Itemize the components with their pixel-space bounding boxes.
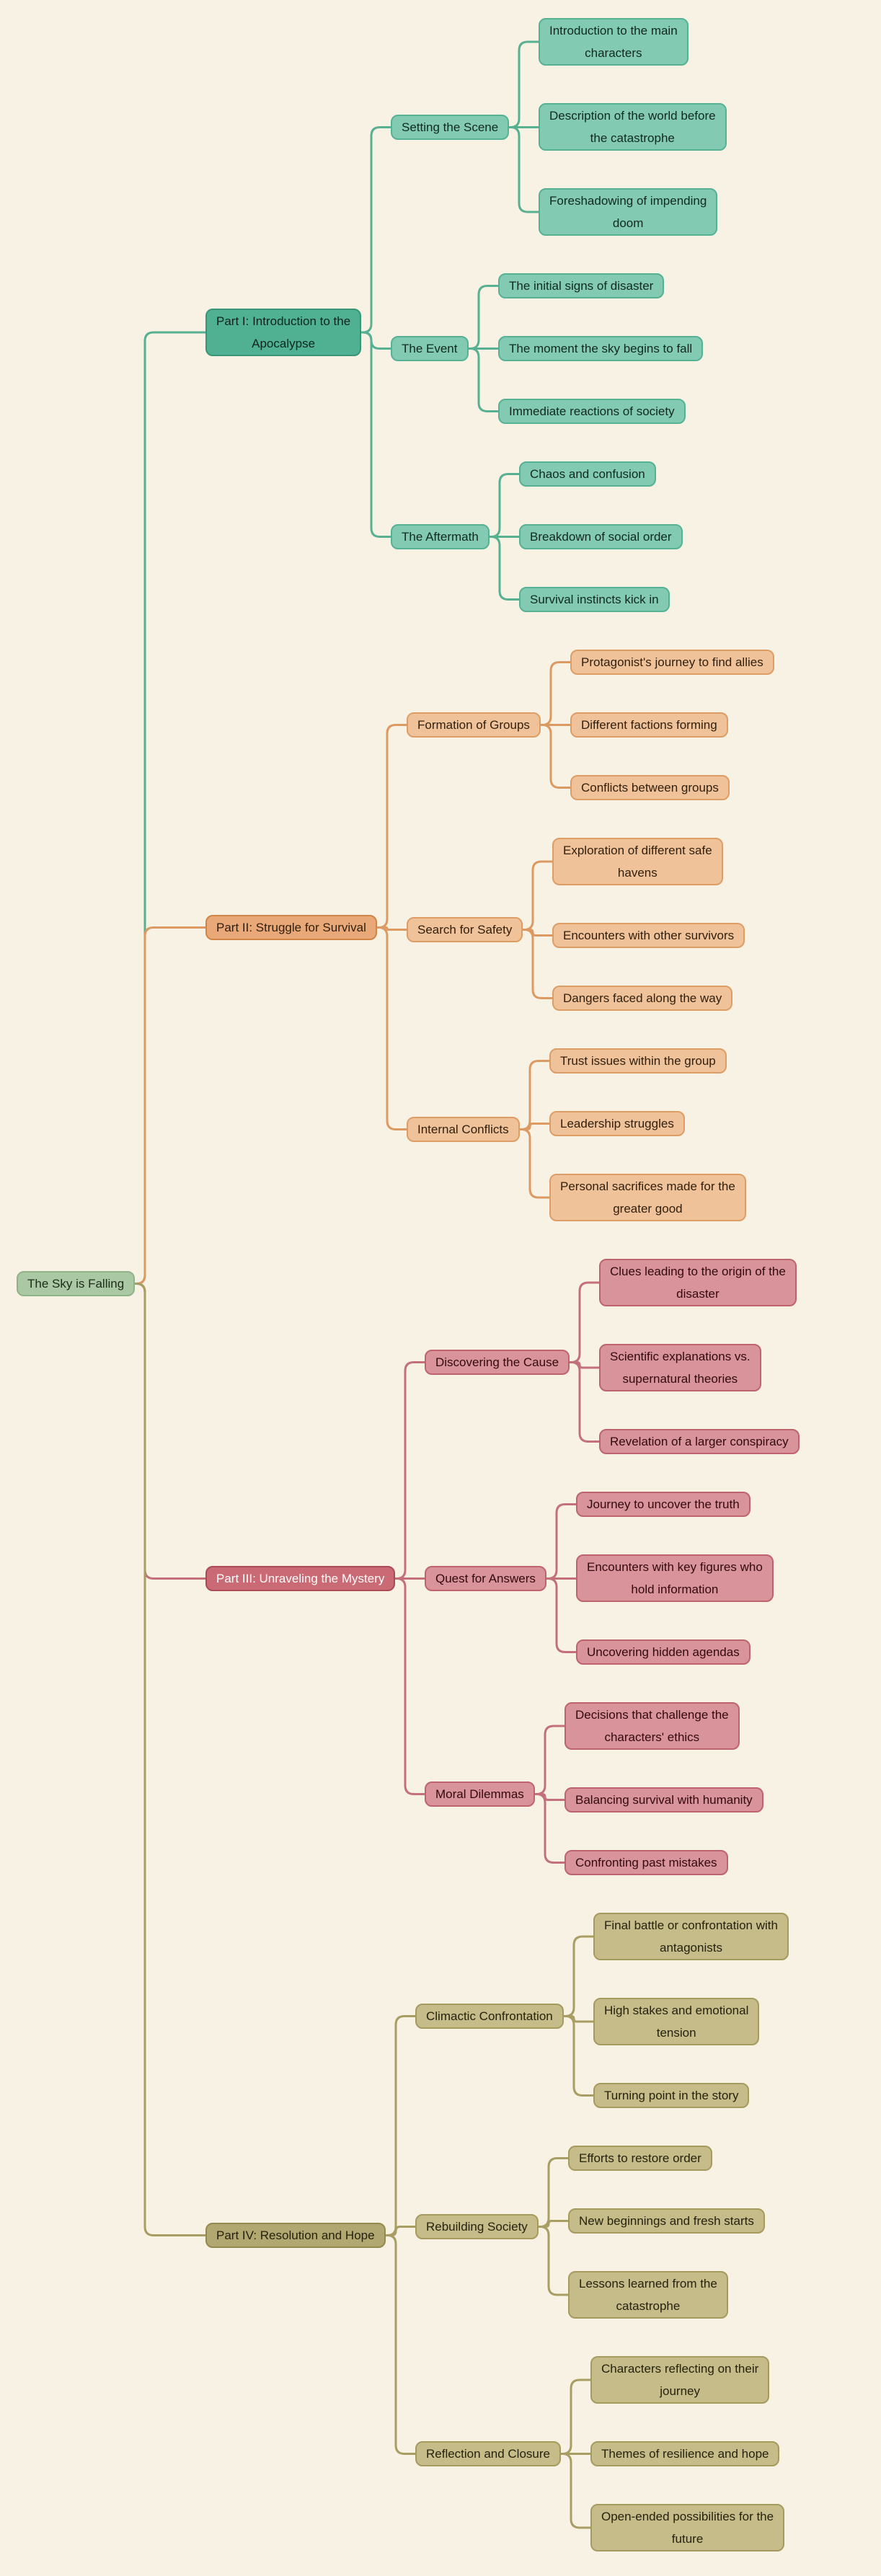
edge-to-foreshadowing-of-impending-doom xyxy=(509,126,539,213)
node-part-iv-resolution-and-hope: Part IV: Resolution and Hope xyxy=(205,2223,386,2248)
node-themes-of-resilience-and-hope: Themes of resilience and hope xyxy=(590,2441,780,2466)
edge-to-part-iv-resolution-and-hope xyxy=(135,1283,205,2236)
edge-to-chaos-and-confusion xyxy=(490,473,519,538)
edge-to-internal-conflicts xyxy=(377,926,407,1130)
node-open-ended-possibilities-for-the-future: Open-ended possibilities for the future xyxy=(590,2504,785,2551)
edge-to-the-event xyxy=(361,331,391,350)
edge-to-leadership-struggles xyxy=(520,1123,549,1130)
node-final-battle-or-confrontation-with-antagonists: Final battle or confrontation with antag… xyxy=(593,1913,789,1960)
edge-to-climactic-confrontation xyxy=(386,2015,415,2236)
node-uncovering-hidden-agendas: Uncovering hidden agendas xyxy=(576,1639,751,1665)
edge-to-search-for-safety xyxy=(377,926,407,931)
edge-to-high-stakes-and-emotional-tension xyxy=(564,2015,593,2023)
node-characters-reflecting-on-their-journey: Characters reflecting on their journey xyxy=(590,2356,770,2404)
node-part-ii-struggle-for-survival: Part II: Struggle for Survival xyxy=(205,915,377,940)
node-foreshadowing-of-impending-doom: Foreshadowing of impending doom xyxy=(539,188,718,236)
edge-to-efforts-to-restore-order xyxy=(539,2157,568,2228)
node-climactic-confrontation: Climactic Confrontation xyxy=(415,2004,564,2029)
node-dangers-faced-along-the-way: Dangers faced along the way xyxy=(552,986,733,1011)
edge-to-journey-to-uncover-the-truth xyxy=(546,1503,576,1580)
node-decisions-that-challenge-the-characters-ethics: Decisions that challenge the characters'… xyxy=(565,1702,740,1750)
edge-to-discovering-the-cause xyxy=(395,1361,425,1580)
edge-to-decisions-that-challenge-the-characters-ethics xyxy=(535,1725,565,1795)
node-the-sky-is-falling: The Sky is Falling xyxy=(17,1271,136,1296)
edge-to-the-aftermath xyxy=(361,331,391,538)
node-protagonist-s-journey-to-find-allies: Protagonist's journey to find allies xyxy=(570,650,774,675)
edge-to-uncovering-hidden-agendas xyxy=(546,1577,576,1653)
node-revelation-of-a-larger-conspiracy: Revelation of a larger conspiracy xyxy=(599,1429,800,1454)
node-search-for-safety: Search for Safety xyxy=(407,917,523,942)
node-encounters-with-other-survivors: Encounters with other survivors xyxy=(552,923,745,948)
edge-to-dangers-faced-along-the-way xyxy=(523,929,552,999)
node-high-stakes-and-emotional-tension: High stakes and emotional tension xyxy=(593,1998,760,2045)
node-new-beginnings-and-fresh-starts: New beginnings and fresh starts xyxy=(568,2208,765,2234)
edge-to-immediate-reactions-of-society xyxy=(469,348,498,412)
node-survival-instincts-kick-in: Survival instincts kick in xyxy=(519,587,670,612)
node-moral-dilemmas: Moral Dilemmas xyxy=(425,1781,535,1807)
node-setting-the-scene: Setting the Scene xyxy=(391,115,510,140)
edge-to-setting-the-scene xyxy=(361,126,391,334)
node-the-event: The Event xyxy=(391,336,469,361)
node-the-aftermath: The Aftermath xyxy=(391,524,490,549)
node-discovering-the-cause: Discovering the Cause xyxy=(425,1350,570,1375)
node-chaos-and-confusion: Chaos and confusion xyxy=(519,461,656,487)
edge-to-protagonist-s-journey-to-find-allies xyxy=(541,661,570,726)
node-personal-sacrifices-made-for-the-greater-good: Personal sacrifices made for the greater… xyxy=(549,1174,746,1221)
edge-to-trust-issues-within-the-group xyxy=(520,1060,549,1130)
edge-to-exploration-of-different-safe-havens xyxy=(523,860,552,931)
edge-to-the-initial-signs-of-disaster xyxy=(469,285,498,350)
node-different-factions-forming: Different factions forming xyxy=(570,712,728,738)
node-description-of-the-world-before-the-catastrophe: Description of the world before the cata… xyxy=(539,103,727,151)
node-introduction-to-the-main-characters: Introduction to the main characters xyxy=(539,18,689,66)
edge-to-introduction-to-the-main-characters xyxy=(509,40,539,128)
edge-to-lessons-learned-from-the-catastrophe xyxy=(539,2226,568,2296)
edge-to-moral-dilemmas xyxy=(395,1577,425,1795)
node-exploration-of-different-safe-havens: Exploration of different safe havens xyxy=(552,838,723,885)
node-quest-for-answers: Quest for Answers xyxy=(425,1566,546,1591)
edge-to-part-ii-struggle-for-survival xyxy=(135,926,205,1285)
edge-to-reflection-and-closure xyxy=(386,2234,415,2455)
node-journey-to-uncover-the-truth: Journey to uncover the truth xyxy=(576,1492,751,1517)
edge-to-conflicts-between-groups xyxy=(541,724,570,789)
node-confronting-past-mistakes: Confronting past mistakes xyxy=(565,1850,728,1875)
node-the-initial-signs-of-disaster: The initial signs of disaster xyxy=(498,273,665,298)
edge-to-personal-sacrifices-made-for-the-greater-good xyxy=(520,1128,549,1199)
edge-to-survival-instincts-kick-in xyxy=(490,536,519,601)
node-reflection-and-closure: Reflection and Closure xyxy=(415,2441,561,2466)
node-breakdown-of-social-order: Breakdown of social order xyxy=(519,524,683,549)
edge-to-final-battle-or-confrontation-with-antagonists xyxy=(564,1935,593,2017)
node-immediate-reactions-of-society: Immediate reactions of society xyxy=(498,399,686,424)
edge-to-balancing-survival-with-humanity xyxy=(535,1793,565,1801)
node-formation-of-groups: Formation of Groups xyxy=(407,712,541,738)
node-rebuilding-society: Rebuilding Society xyxy=(415,2214,539,2239)
node-the-moment-the-sky-begins-to-fall: The moment the sky begins to fall xyxy=(498,336,704,361)
node-turning-point-in-the-story: Turning point in the story xyxy=(593,2083,750,2108)
node-lessons-learned-from-the-catastrophe: Lessons learned from the catastrophe xyxy=(568,2271,728,2319)
edge-to-turning-point-in-the-story xyxy=(564,2015,593,2097)
edge-to-rebuilding-society xyxy=(386,2226,415,2236)
node-part-iii-unraveling-the-mystery: Part III: Unraveling the Mystery xyxy=(205,1566,396,1591)
edge-to-scientific-explanations-vs-supernatural-theories xyxy=(570,1361,599,1369)
node-efforts-to-restore-order: Efforts to restore order xyxy=(568,2146,712,2171)
node-scientific-explanations-vs-supernatural-theories: Scientific explanations vs. supernatural… xyxy=(599,1344,761,1391)
node-clues-leading-to-the-origin-of-the-disaster: Clues leading to the origin of the disas… xyxy=(599,1259,797,1306)
node-conflicts-between-groups: Conflicts between groups xyxy=(570,775,730,800)
edge-to-formation-of-groups xyxy=(377,724,407,929)
node-encounters-with-key-figures-who-hold-information: Encounters with key figures who hold inf… xyxy=(576,1554,774,1602)
edge-to-encounters-with-other-survivors xyxy=(523,929,552,937)
edge-to-characters-reflecting-on-their-journey xyxy=(561,2378,590,2455)
node-balancing-survival-with-humanity: Balancing survival with humanity xyxy=(565,1787,763,1813)
edge-to-new-beginnings-and-fresh-starts xyxy=(539,2220,568,2228)
edge-to-confronting-past-mistakes xyxy=(535,1793,565,1864)
node-leadership-struggles: Leadership struggles xyxy=(549,1111,685,1136)
edge-to-open-ended-possibilities-for-the-future xyxy=(561,2453,590,2529)
edge-to-clues-leading-to-the-origin-of-the-disaster xyxy=(570,1281,599,1363)
node-part-i-introduction-to-the-apocalypse: Part I: Introduction to the Apocalypse xyxy=(205,309,362,356)
edge-to-revelation-of-a-larger-conspiracy xyxy=(570,1361,599,1443)
node-trust-issues-within-the-group: Trust issues within the group xyxy=(549,1048,727,1074)
node-internal-conflicts: Internal Conflicts xyxy=(407,1117,520,1142)
